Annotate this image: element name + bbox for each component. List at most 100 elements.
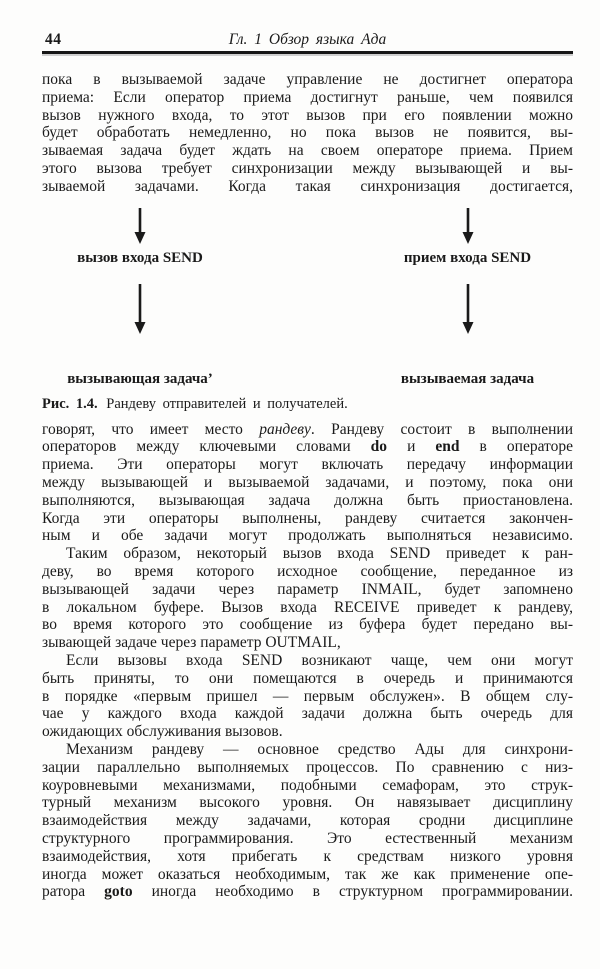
text-line: в локальном буфере. Вызов входа RECEIVE … [42, 599, 573, 617]
text-segment: ным и обе задачи могут продолжать выполн… [42, 527, 573, 545]
text-line: выполняются, вызывающая задача должна бы… [42, 492, 573, 510]
text-line: зации параллельно выполняемых процессов.… [42, 759, 573, 777]
text-line: Механизм рандеву — основное средство Ады… [42, 741, 573, 759]
text-segment: do [370, 438, 388, 456]
paragraph: говорят, что имеет место рандеву. Рандев… [42, 421, 573, 546]
text-segment: зации параллельно выполняемых процессов.… [42, 758, 573, 776]
text-segment: иногда может оказаться необходимым, так … [42, 865, 573, 883]
figure-calling-task-column: вызов входа SEND вызывающая задача’ [60, 203, 220, 388]
text-line: в порядке «первым пришел — первым обслуж… [42, 688, 573, 706]
text-segment: иногда необходимо в структурном программ… [132, 883, 573, 901]
figure-1-4: вызов входа SEND вызывающая задача’ прие… [42, 203, 573, 393]
down-arrow-icon [134, 207, 146, 244]
text-segment: зывающей задаче через параметр OUTMAIL, [42, 634, 341, 652]
text-segment: ратора [42, 883, 105, 901]
text-line: иногда может оказаться необходимым, так … [42, 866, 573, 884]
paragraph: Если вызовы входа SEND возникают чаще, ч… [42, 652, 573, 741]
entry-call-label: вызов входа SEND [77, 249, 203, 266]
text-segment: в операторе [459, 438, 574, 456]
text-segment: говорят, что имеет место [42, 420, 260, 438]
text-line: Когда эти операторы выполнены, рандеву с… [42, 510, 573, 528]
text-before-figure: пока в вызываемой задаче управление не д… [42, 71, 573, 196]
text-segment: выполняются, вызывающая задача должна бы… [42, 491, 573, 509]
calling-task-label: вызывающая задача’ [67, 370, 213, 387]
text-line: вызов нужного входа, то этот вызов при е… [42, 107, 573, 125]
text-segment: вызывающей задачи через параметр INMAIL,… [42, 580, 573, 598]
text-segment: приема: Если оператор приема достигнут р… [42, 88, 573, 106]
text-segment: быть приняты, то они помещаются в очеред… [42, 669, 573, 687]
running-head: 44 Гл. 1 Обзор языка Ада [42, 30, 573, 54]
text-line: ожидающих обслуживания вызовов. [42, 723, 573, 741]
entry-accept-label: прием входа SEND [403, 249, 532, 266]
text-line: ратора goto иногда необходимо в структур… [42, 883, 573, 901]
text-segment: в порядке «первым пришел — первым обслуж… [42, 687, 573, 705]
figure-caption: Рис. 1.4. Рандеву отправителей и получат… [42, 395, 573, 413]
down-arrow-icon [134, 283, 146, 334]
text-segment: рандеву [259, 420, 311, 438]
text-line: операторов между ключевыми словами do и … [42, 438, 573, 456]
text-segment: приема. Эти операторы могут включать пер… [42, 456, 573, 474]
text-line: Если вызовы входа SEND возникают чаще, ч… [42, 652, 573, 670]
text-segment: будет обработать немедленно, но пока выз… [42, 124, 573, 142]
text-line: взаимодействия между задачами, которая с… [42, 812, 573, 830]
figure-called-task-column: прием входа SEND вызываемая задача [390, 203, 545, 388]
text-line: чае у каждого входа каждой задачи должна… [42, 705, 573, 723]
text-line: взаимодействия, хотя прибегать к средств… [42, 848, 573, 866]
text-segment: между вызывающей и вызываемой задачами, … [42, 473, 573, 491]
figure-caption-number: Рис. 1.4. [42, 395, 98, 412]
text-segment: Когда эти операторы выполнены, рандеву с… [42, 509, 573, 527]
text-segment: goto [104, 883, 133, 901]
text-segment: турный механизм высокого уровня. Он навя… [42, 794, 573, 812]
text-segment: этого вызова требует синхронизации между… [42, 159, 573, 177]
text-after-figure: говорят, что имеет место рандеву. Рандев… [42, 421, 573, 902]
down-arrow-icon [462, 283, 473, 334]
text-line: структурного программирования. Это естес… [42, 830, 573, 848]
text-line: приема. Эти операторы могут включать пер… [42, 456, 573, 474]
figure-caption-text: Рандеву отправителей и получателей. [106, 395, 348, 412]
text-segment: взаимодействия между задачами, которая с… [42, 812, 573, 830]
text-line: приема: Если оператор приема достигнут р… [42, 89, 573, 107]
text-segment: зываемая задача будет ждать на своем опе… [42, 142, 573, 160]
text-segment: . Рандеву состоит в выполнении [310, 420, 573, 438]
text-line: турный механизм высокого уровня. Он навя… [42, 794, 573, 812]
text-segment: вызов нужного входа, то этот вызов при е… [42, 106, 573, 124]
text-segment: end [435, 438, 460, 456]
paragraph: Механизм рандеву — основное средство Ады… [42, 741, 573, 901]
called-task-label: вызываемая задача [400, 370, 535, 387]
paragraph: Таким образом, некоторый вызов входа SEN… [42, 545, 573, 652]
text-segment: и [387, 438, 436, 456]
down-arrow-icon [462, 207, 473, 244]
text-line: зывающей задаче через параметр OUTMAIL, [42, 634, 573, 652]
text-line: быть приняты, то они помещаются в очеред… [42, 670, 573, 688]
text-segment: деву, во время которого исходное сообщен… [42, 562, 573, 580]
text-segment: операторов между ключевыми словами [42, 438, 371, 456]
page-number: 44 [45, 31, 62, 48]
text-line: будет обработать немедленно, но пока выз… [42, 124, 573, 142]
text-line: зываемая задача будет ждать на своем опе… [42, 142, 573, 160]
paragraph: пока в вызываемой задаче управление не д… [42, 71, 573, 196]
text-line: деву, во время которого исходное сообщен… [42, 563, 573, 581]
text-line: между вызывающей и вызываемой задачами, … [42, 474, 573, 492]
text-segment: пока в вызываемой задаче управление не д… [42, 71, 573, 88]
text-segment: Механизм рандеву — основное средство Ады… [66, 740, 573, 758]
text-segment: Таким образом, некоторый вызов входа SEN… [66, 545, 573, 563]
text-segment: структурного программирования. Это естес… [42, 829, 573, 847]
text-line: вызывающей задачи через параметр INMAIL,… [42, 581, 573, 599]
text-segment: коуровневыми механизмами, подобными сема… [42, 776, 573, 794]
text-segment: ожидающих обслуживания вызовов. [42, 723, 283, 741]
text-segment: во время которого это сообщение из буфер… [42, 616, 573, 634]
text-line: зываемой задачами. Когда такая синхрониз… [42, 178, 573, 196]
text-segment: взаимодействия, хотя прибегать к средств… [42, 847, 573, 865]
running-title: Гл. 1 Обзор языка Ада [228, 31, 387, 48]
text-segment: в локальном буфере. Вызов входа RECEIVE … [42, 598, 573, 616]
text-line: коуровневыми механизмами, подобными сема… [42, 777, 573, 795]
text-segment: зываемой задачами. Когда такая синхрониз… [42, 177, 573, 195]
text-line: этого вызова требует синхронизации между… [42, 160, 573, 178]
text-line: ным и обе задачи могут продолжать выполн… [42, 527, 573, 545]
text-line: во время которого это сообщение из буфер… [42, 616, 573, 634]
text-line: Таким образом, некоторый вызов входа SEN… [42, 545, 573, 563]
text-segment: чае у каждого входа каждой задачи должна… [42, 705, 573, 723]
scanned-book-page: 44 Гл. 1 Обзор языка Ада пока в вызываем… [42, 30, 573, 902]
text-segment: Если вызовы входа SEND возникают чаще, ч… [66, 651, 573, 669]
text-line: говорят, что имеет место рандеву. Рандев… [42, 421, 573, 439]
